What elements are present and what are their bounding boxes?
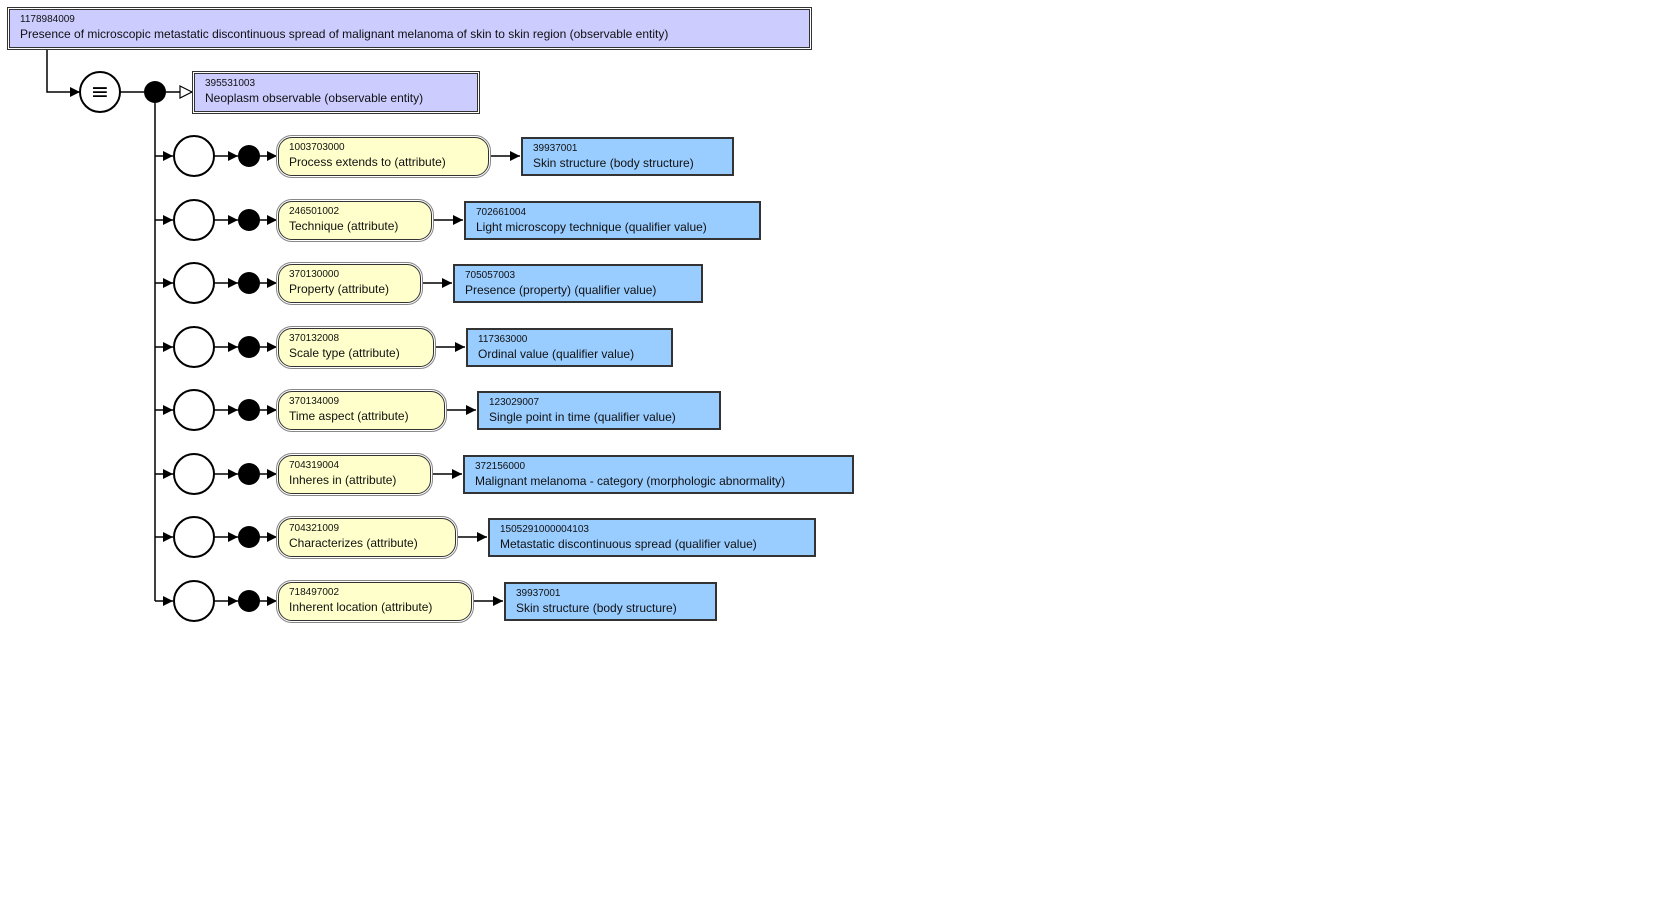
value-concept-sctid: 117363000 xyxy=(478,334,528,345)
attribute-sctid: 704319004 xyxy=(289,460,340,471)
attribute-term: Characterizes (attribute) xyxy=(289,536,418,550)
attribute-term: Scale type (attribute) xyxy=(289,346,400,360)
focus-concept-box[interactable]: 1178984009 Presence of microscopic metas… xyxy=(7,7,812,50)
attribute-group-node xyxy=(173,262,215,304)
definition-status-symbol: ≡ xyxy=(91,80,109,105)
value-concept-term: Skin structure (body structure) xyxy=(533,156,694,170)
attribute-sctid: 246501002 xyxy=(289,206,340,217)
attribute-group-node xyxy=(173,326,215,368)
attribute-conjunction-node xyxy=(238,399,260,421)
value-concept-sctid: 1505291000004103 xyxy=(500,524,589,535)
value-concept-term: Skin structure (body structure) xyxy=(516,601,677,615)
value-concept-sctid: 705057003 xyxy=(465,270,516,281)
value-concept-term: Single point in time (qualifier value) xyxy=(489,410,676,424)
attribute-conjunction-node xyxy=(238,590,260,612)
value-concept-term: Ordinal value (qualifier value) xyxy=(478,347,635,361)
attribute-group-node xyxy=(173,580,215,622)
attribute-group-node xyxy=(173,135,215,177)
value-concept-sctid: 372156000 xyxy=(475,461,526,472)
value-concept-term: Malignant melanoma - category (morpholog… xyxy=(475,474,786,488)
attribute-group-node xyxy=(173,389,215,431)
focus-concept-term: Presence of microscopic metastatic disco… xyxy=(20,27,669,41)
parent-concept-box[interactable]: 395531003 Neoplasm observable (observabl… xyxy=(192,71,480,114)
attribute-sctid: 370134009 xyxy=(289,396,340,407)
attribute-conjunction-node xyxy=(238,272,260,294)
attribute-group-node xyxy=(173,453,215,495)
equivalent-definition-icon: ≡ xyxy=(79,71,121,113)
attribute-group-node xyxy=(173,199,215,241)
attribute-conjunction-node xyxy=(238,463,260,485)
attribute-sctid: 718497002 xyxy=(289,587,340,598)
attribute-term: Process extends to (attribute) xyxy=(289,155,446,169)
attribute-conjunction-node xyxy=(238,209,260,231)
focus-concept-sctid: 1178984009 xyxy=(20,14,75,25)
attribute-term: Technique (attribute) xyxy=(289,219,399,233)
attribute-term: Time aspect (attribute) xyxy=(289,409,409,423)
attribute-sctid: 370132008 xyxy=(289,333,340,344)
attribute-sctid: 704321009 xyxy=(289,523,340,534)
value-concept-term: Light microscopy technique (qualifier va… xyxy=(476,220,707,234)
attribute-term: Property (attribute) xyxy=(289,282,390,296)
conjunction-node xyxy=(144,81,166,103)
attribute-conjunction-node xyxy=(238,336,260,358)
attribute-term: Inheres in (attribute) xyxy=(289,473,397,487)
value-concept-term: Metastatic discontinuous spread (qualifi… xyxy=(500,537,757,551)
value-concept-term: Presence (property) (qualifier value) xyxy=(465,283,657,297)
attribute-group-node xyxy=(173,516,215,558)
attribute-conjunction-node xyxy=(238,145,260,167)
value-concept-sctid: 39937001 xyxy=(516,588,561,599)
value-concept-sctid: 39937001 xyxy=(533,143,578,154)
parent-concept-sctid: 395531003 xyxy=(205,78,256,89)
attribute-term: Inherent location (attribute) xyxy=(289,600,433,614)
attribute-sctid: 1003703000 xyxy=(289,142,345,153)
attribute-conjunction-node xyxy=(238,526,260,548)
focus-to-definition-connector xyxy=(46,50,80,97)
attribute-sctid: 370130000 xyxy=(289,269,340,280)
parent-concept-term: Neoplasm observable (observable entity) xyxy=(205,91,424,105)
value-concept-sctid: 123029007 xyxy=(489,397,540,408)
value-concept-sctid: 702661004 xyxy=(476,207,527,218)
